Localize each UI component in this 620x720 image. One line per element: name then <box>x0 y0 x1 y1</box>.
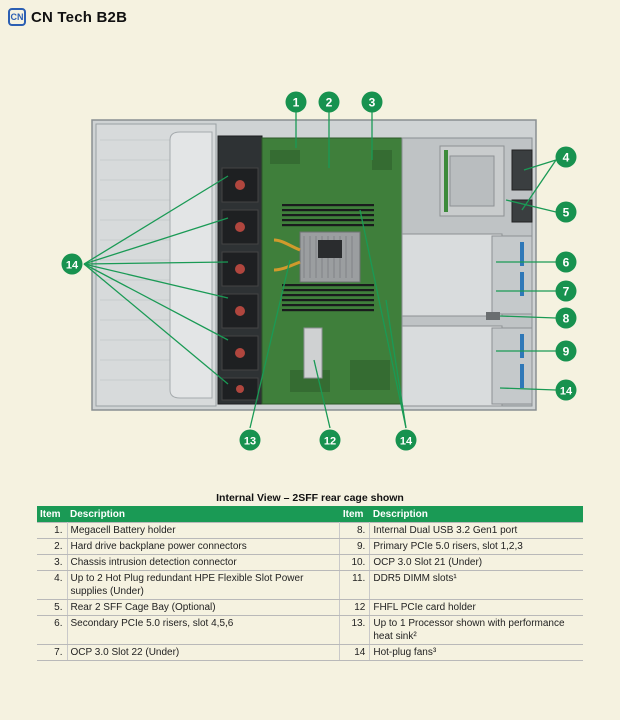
svg-text:7: 7 <box>563 285 570 299</box>
leader-lines <box>83 112 557 429</box>
svg-text:9: 9 <box>563 345 570 359</box>
table-row: 2. Hard drive backplane power connectors… <box>37 538 583 555</box>
svg-text:14: 14 <box>400 436 413 448</box>
item-description: FHFL PCIe card holder <box>369 599 583 616</box>
callout-2: 2 <box>318 91 340 113</box>
brand-logo: CN CN Tech B2B <box>8 8 127 26</box>
table-row: 1. Megacell Battery holder 8. Internal D… <box>37 522 583 539</box>
item-description: Hard drive backplane power connectors <box>67 538 341 555</box>
item-number: 13. <box>339 615 371 645</box>
item-number: 3. <box>37 554 68 571</box>
svg-text:5: 5 <box>563 206 570 220</box>
callout-9: 9 <box>555 340 577 362</box>
dimm-slots <box>282 204 374 312</box>
svg-text:3: 3 <box>369 96 376 110</box>
header-item-left: Item <box>37 506 67 523</box>
item-description: Chassis intrusion detection connector <box>67 554 341 571</box>
callout-14-bottom: 14 <box>395 429 417 451</box>
callout-7: 7 <box>555 280 577 302</box>
svg-text:4: 4 <box>563 151 570 165</box>
svg-text:1: 1 <box>293 96 300 110</box>
svg-text:13: 13 <box>244 436 256 448</box>
item-number: 1. <box>37 522 68 539</box>
brand-name: CN Tech B2B <box>31 8 128 26</box>
components-table: Internal View – 2SFF rear cage shown Ite… <box>37 492 583 661</box>
header-description-left: Description <box>67 506 340 523</box>
item-description: DDR5 DIMM slots¹ <box>369 570 583 600</box>
callout-badges: 1 2 3 4 5 6 7 8 9 14 14 13 12 14 <box>61 91 577 451</box>
item-description: Hot-plug fans³ <box>369 644 583 661</box>
power-supply-1 <box>511 149 533 191</box>
item-number: 2. <box>37 538 68 555</box>
item-number: 6. <box>37 615 68 645</box>
callout-3: 3 <box>361 91 383 113</box>
svg-text:6: 6 <box>563 256 570 270</box>
item-description: OCP 3.0 Slot 22 (Under) <box>67 644 341 661</box>
item-number: 9. <box>339 538 371 555</box>
item-description: Megacell Battery holder <box>67 522 341 539</box>
item-description: Up to 2 Hot Plug redundant HPE Flexible … <box>67 570 341 600</box>
svg-text:8: 8 <box>563 312 570 326</box>
item-description: Secondary PCIe 5.0 risers, slot 4,5,6 <box>67 615 341 645</box>
header-item-right: Item <box>339 506 370 523</box>
svg-text:2: 2 <box>326 96 333 110</box>
item-number: 7. <box>37 644 68 661</box>
primary-riser-cage <box>401 325 533 407</box>
svg-text:14: 14 <box>560 386 573 398</box>
server-chassis <box>91 119 537 411</box>
server-internal-diagram: 1 2 3 4 5 6 7 8 9 14 14 13 12 14 <box>61 91 577 451</box>
components-grid: Item Description Item Description 1. Meg… <box>37 506 583 661</box>
table-row: 4. Up to 2 Hot Plug redundant HPE Flexib… <box>37 570 583 600</box>
table-row: 3. Chassis intrusion detection connector… <box>37 554 583 571</box>
fhfl-card-holder <box>303 327 323 379</box>
callout-8: 8 <box>555 307 577 329</box>
svg-text:14: 14 <box>66 260 79 272</box>
callout-14-right: 14 <box>555 379 577 401</box>
item-number: 14 <box>339 644 371 661</box>
item-description: Rear 2 SFF Cage Bay (Optional) <box>67 599 341 616</box>
item-number: 11. <box>339 570 371 600</box>
item-number: 12 <box>339 599 371 616</box>
callout-5: 5 <box>555 201 577 223</box>
callout-13: 13 <box>239 429 261 451</box>
callout-12: 12 <box>319 429 341 451</box>
logo-icon: CN <box>8 8 26 26</box>
callout-14-left: 14 <box>61 253 83 275</box>
callout-4: 4 <box>555 146 577 168</box>
table-title: Internal View – 2SFF rear cage shown <box>216 492 404 504</box>
table-header-row: Item Description Item Description <box>37 506 583 523</box>
item-number: 10. <box>339 554 371 571</box>
svg-text:12: 12 <box>324 436 336 448</box>
table-row: 7. OCP 3.0 Slot 22 (Under) 14 Hot-plug f… <box>37 644 583 661</box>
processor-heat-sink <box>273 231 361 283</box>
item-description: Internal Dual USB 3.2 Gen1 port <box>369 522 583 539</box>
item-number: 8. <box>339 522 371 539</box>
item-description: Primary PCIe 5.0 risers, slot 1,2,3 <box>369 538 583 555</box>
item-number: 4. <box>37 570 68 600</box>
item-description: OCP 3.0 Slot 21 (Under) <box>369 554 583 571</box>
item-description: Up to 1 Processor shown with performance… <box>369 615 583 645</box>
table-row: 6. Secondary PCIe 5.0 risers, slot 4,5,6… <box>37 615 583 645</box>
secondary-riser-cage <box>401 233 533 317</box>
item-number: 5. <box>37 599 68 616</box>
table-row: 5. Rear 2 SFF Cage Bay (Optional) 12 FHF… <box>37 599 583 616</box>
callout-1: 1 <box>285 91 307 113</box>
header-description-right: Description <box>369 506 583 523</box>
callout-6: 6 <box>555 251 577 273</box>
